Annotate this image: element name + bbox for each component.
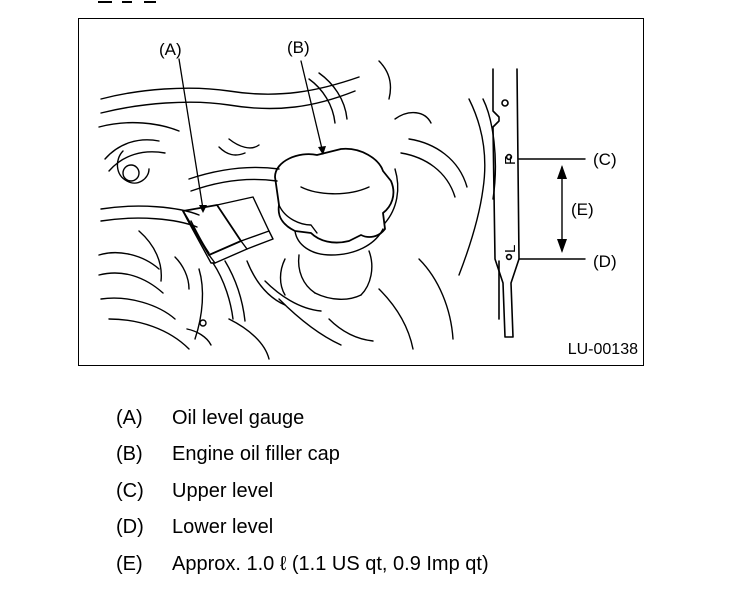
dipstick-mark-upper: F [502,155,519,165]
engine-bay-lines [98,60,497,360]
legend-key: (A) [116,406,143,429]
dipstick-mark-lower: L [502,244,519,253]
callout-c: (C) [593,150,617,169]
legend-key: (B) [116,443,143,466]
diagram-drawing [98,58,586,360]
legend: (A) Oil level gauge (B) Engine oil fille… [116,400,489,583]
legend-text: Upper level [172,479,274,502]
legend-item-b: (B) Engine oil filler cap [116,437,489,474]
callout-e: (E) [571,200,594,219]
legend-key: (E) [116,552,143,575]
callout-leaders [178,58,326,213]
engine-oil-diagram: (A) (B) (C) (E) (D) F L LU-00138 [78,18,644,366]
legend-text: Oil level gauge [172,406,305,429]
legend-item-c: (C) Upper level [116,473,489,510]
legend-key: (D) [116,516,144,539]
legend-item-d: (D) Lower level [116,510,489,547]
oil-level-gauge-handle [182,196,274,322]
callout-b: (B) [287,38,310,57]
dipstick [492,68,520,338]
callout-a: (A) [159,40,182,59]
legend-key: (C) [116,479,144,502]
legend-item-a: (A) Oil level gauge [116,400,489,437]
engine-oil-filler-cap [246,147,395,312]
legend-text: Engine oil filler cap [172,443,340,466]
level-indicators [518,158,586,260]
legend-item-e: (E) Approx. 1.0 ℓ (1.1 US qt, 0.9 Imp qt… [116,546,489,583]
top-edge-marks [98,1,156,3]
legend-text: Lower level [172,516,274,539]
figure-id: LU-00138 [567,341,638,358]
callout-d: (D) [593,252,617,271]
legend-text: Approx. 1.0 ℓ (1.1 US qt, 0.9 Imp qt) [172,552,489,575]
